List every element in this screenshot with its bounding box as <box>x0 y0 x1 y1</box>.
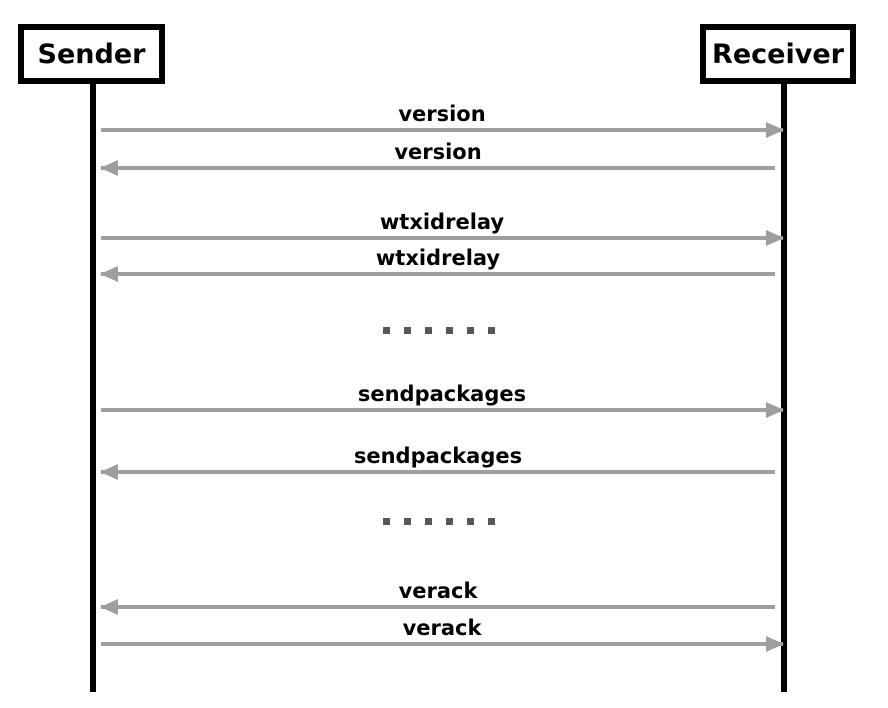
arrowhead-left-icon <box>100 266 118 282</box>
ellipsis-row <box>383 518 495 525</box>
message-label: wtxidrelay <box>379 209 505 234</box>
ellipsis-dot <box>446 518 453 525</box>
arrow-line <box>101 236 783 240</box>
message-label: version <box>398 101 486 126</box>
arrow-line <box>101 605 775 609</box>
arrowhead-left-icon <box>100 160 118 176</box>
arrowhead-right-icon <box>766 122 784 138</box>
arrowhead-right-icon <box>766 636 784 652</box>
ellipsis-dot <box>488 518 495 525</box>
message-label: version <box>394 139 482 164</box>
participant-label-receiver: Receiver <box>712 38 844 70</box>
arrowhead-left-icon <box>100 599 118 615</box>
ellipsis-dot <box>383 518 390 525</box>
arrow-line <box>101 408 783 412</box>
lifeline-receiver <box>781 83 787 692</box>
message-label: verack <box>398 578 478 603</box>
arrow-line <box>101 272 775 276</box>
ellipsis-row <box>383 327 495 334</box>
arrow-line <box>101 166 775 170</box>
message-label: wtxidrelay <box>375 245 501 270</box>
ellipsis-dot <box>467 518 474 525</box>
ellipsis-dot <box>467 327 474 334</box>
ellipsis-dot <box>488 327 495 334</box>
lifeline-sender <box>90 83 96 692</box>
participant-box-sender[interactable]: Sender <box>18 24 165 84</box>
ellipsis-dot <box>404 518 411 525</box>
participant-label-sender: Sender <box>37 38 146 70</box>
ellipsis-dot <box>425 327 432 334</box>
arrowhead-left-icon <box>100 464 118 480</box>
arrow-line <box>101 128 783 132</box>
participant-box-receiver[interactable]: Receiver <box>700 24 856 84</box>
message-label: verack <box>402 615 482 640</box>
arrowhead-right-icon <box>766 402 784 418</box>
arrowhead-right-icon <box>766 230 784 246</box>
message-label: sendpackages <box>357 381 527 406</box>
ellipsis-dot <box>404 327 411 334</box>
message-label: sendpackages <box>353 443 523 468</box>
arrow-line <box>101 470 775 474</box>
ellipsis-dot <box>446 327 453 334</box>
ellipsis-dot <box>425 518 432 525</box>
arrow-line <box>101 642 783 646</box>
ellipsis-dot <box>383 327 390 334</box>
